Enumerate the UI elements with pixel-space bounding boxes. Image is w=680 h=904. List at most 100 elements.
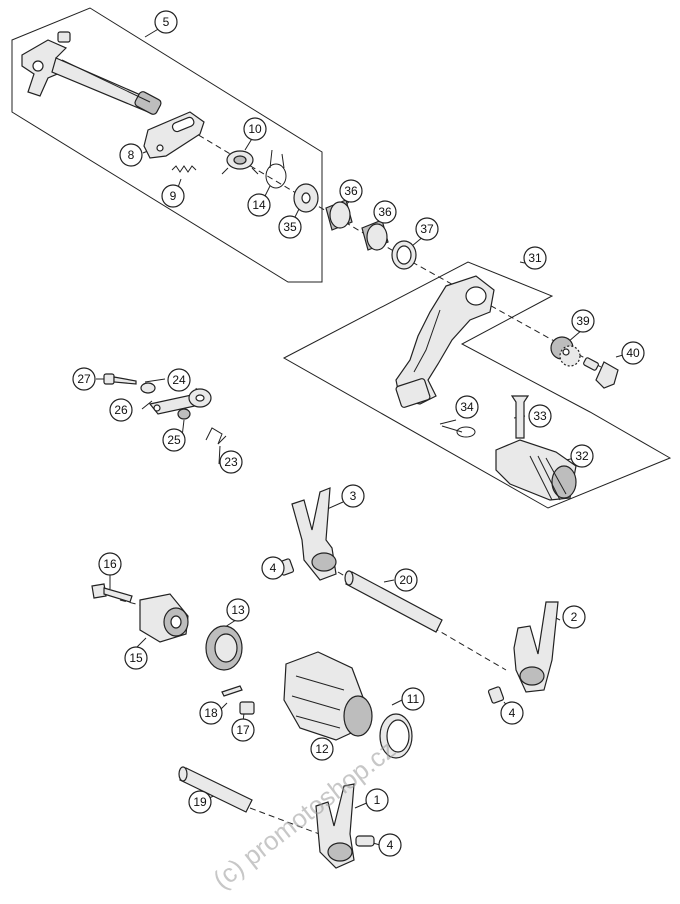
- shift-fork-2-part: [513, 601, 559, 693]
- callout-9: 9: [161, 184, 185, 208]
- callout-36a: 36: [339, 179, 363, 203]
- svg-text:1: 1: [374, 793, 381, 807]
- svg-text:13: 13: [231, 603, 245, 617]
- bearing-small-part: [188, 388, 212, 408]
- callout-4b: 4: [500, 701, 524, 725]
- bolt-16-part: [91, 583, 133, 603]
- roller-part: [221, 150, 259, 175]
- callout-26: 26: [109, 398, 133, 422]
- circlip-part: [456, 426, 476, 438]
- bearing-part-b: [361, 219, 389, 251]
- callout-3: 3: [341, 484, 365, 508]
- callout-10: 10: [243, 117, 267, 141]
- callout-40: 40: [621, 341, 645, 365]
- svg-text:27: 27: [77, 372, 91, 386]
- callout-4a: 4: [261, 556, 285, 580]
- shift-shaft-part: [21, 31, 162, 115]
- group-box-shift-lever: [282, 261, 672, 509]
- svg-text:32: 32: [575, 449, 589, 463]
- svg-text:25: 25: [167, 433, 181, 447]
- svg-text:4: 4: [387, 838, 394, 852]
- insert-17-part: [239, 701, 255, 715]
- callout-25: 25: [162, 428, 186, 452]
- callout-2: 2: [562, 605, 586, 629]
- callout-18: 18: [199, 701, 223, 725]
- svg-text:33: 33: [533, 409, 547, 423]
- svg-text:4: 4: [509, 706, 516, 720]
- svg-text:20: 20: [399, 573, 413, 587]
- bolt-small-part: [103, 373, 137, 385]
- callout-32: 32: [570, 444, 594, 468]
- svg-text:40: 40: [626, 346, 640, 360]
- callout-27: 27: [72, 367, 96, 391]
- shift-fork-1-part: [315, 783, 355, 869]
- callout-11: 11: [401, 687, 425, 711]
- svg-text:5: 5: [163, 15, 170, 29]
- svg-text:37: 37: [420, 222, 434, 236]
- svg-text:8: 8: [128, 148, 135, 162]
- svg-text:23: 23: [224, 455, 238, 469]
- callout-12: 12: [310, 737, 334, 761]
- svg-text:12: 12: [315, 742, 329, 756]
- washer-part: [293, 183, 319, 213]
- callout-5: 5: [154, 10, 178, 34]
- callout-4c: 4: [378, 833, 402, 857]
- svg-text:18: 18: [204, 706, 218, 720]
- svg-text:35: 35: [283, 220, 297, 234]
- callout-19: 19: [188, 790, 212, 814]
- pin-part: [510, 395, 530, 439]
- group-box-shift-shaft: [11, 7, 323, 283]
- torsion-spring-part: [265, 149, 287, 189]
- svg-text:3: 3: [350, 489, 357, 503]
- svg-text:34: 34: [460, 400, 474, 414]
- bolt-part: [583, 357, 619, 389]
- drum-ring-part: [379, 713, 413, 759]
- callout-8: 8: [119, 143, 143, 167]
- svg-text:4: 4: [270, 561, 277, 575]
- shift-fork-3-part: [291, 487, 337, 581]
- svg-text:39: 39: [576, 314, 590, 328]
- svg-text:9: 9: [170, 189, 177, 203]
- svg-text:31: 31: [528, 251, 542, 265]
- callout-35: 35: [278, 215, 302, 239]
- callout-15: 15: [124, 646, 148, 670]
- spring-small-part: [205, 427, 227, 445]
- svg-text:11: 11: [407, 692, 420, 706]
- callout-24: 24: [167, 368, 191, 392]
- callout-33: 33: [528, 404, 552, 428]
- callout-20: 20: [394, 568, 418, 592]
- callout-39: 39: [571, 309, 595, 333]
- pedal-tip-part: [495, 439, 577, 501]
- shift-lever-part: [395, 275, 495, 408]
- plate-part: [143, 111, 205, 159]
- gear-part: [550, 336, 581, 367]
- watermark: (c) promotoshop.cz: [207, 734, 401, 895]
- svg-text:19: 19: [193, 795, 207, 809]
- shift-drum-part: [283, 651, 373, 741]
- callout-37: 37: [415, 217, 439, 241]
- pin-18-part: [221, 685, 243, 697]
- callout-36b: 36: [373, 200, 397, 224]
- fork-shaft-19-part: [178, 766, 253, 813]
- bearing-13-part: [205, 625, 243, 671]
- fork-shaft-20-part: [344, 570, 443, 633]
- callout-16: 16: [98, 552, 122, 576]
- callout-14: 14: [247, 193, 271, 217]
- svg-text:10: 10: [248, 122, 262, 136]
- svg-text:2: 2: [571, 610, 578, 624]
- pin-4b-part: [487, 686, 505, 704]
- svg-text:14: 14: [252, 198, 266, 212]
- svg-text:17: 17: [236, 723, 250, 737]
- seal-ring-part: [391, 240, 417, 270]
- callout-23: 23: [219, 450, 243, 474]
- svg-text:36: 36: [344, 184, 358, 198]
- svg-text:36: 36: [378, 205, 392, 219]
- callout-31: 31: [523, 246, 547, 270]
- callout-13: 13: [226, 598, 250, 622]
- callout-34: 34: [455, 395, 479, 419]
- bearing-part-a: [325, 199, 353, 231]
- callout-1: 1: [365, 788, 389, 812]
- pin-4c-part: [355, 835, 375, 847]
- svg-text:24: 24: [172, 373, 186, 387]
- shift-drum-locating-part: [139, 593, 189, 643]
